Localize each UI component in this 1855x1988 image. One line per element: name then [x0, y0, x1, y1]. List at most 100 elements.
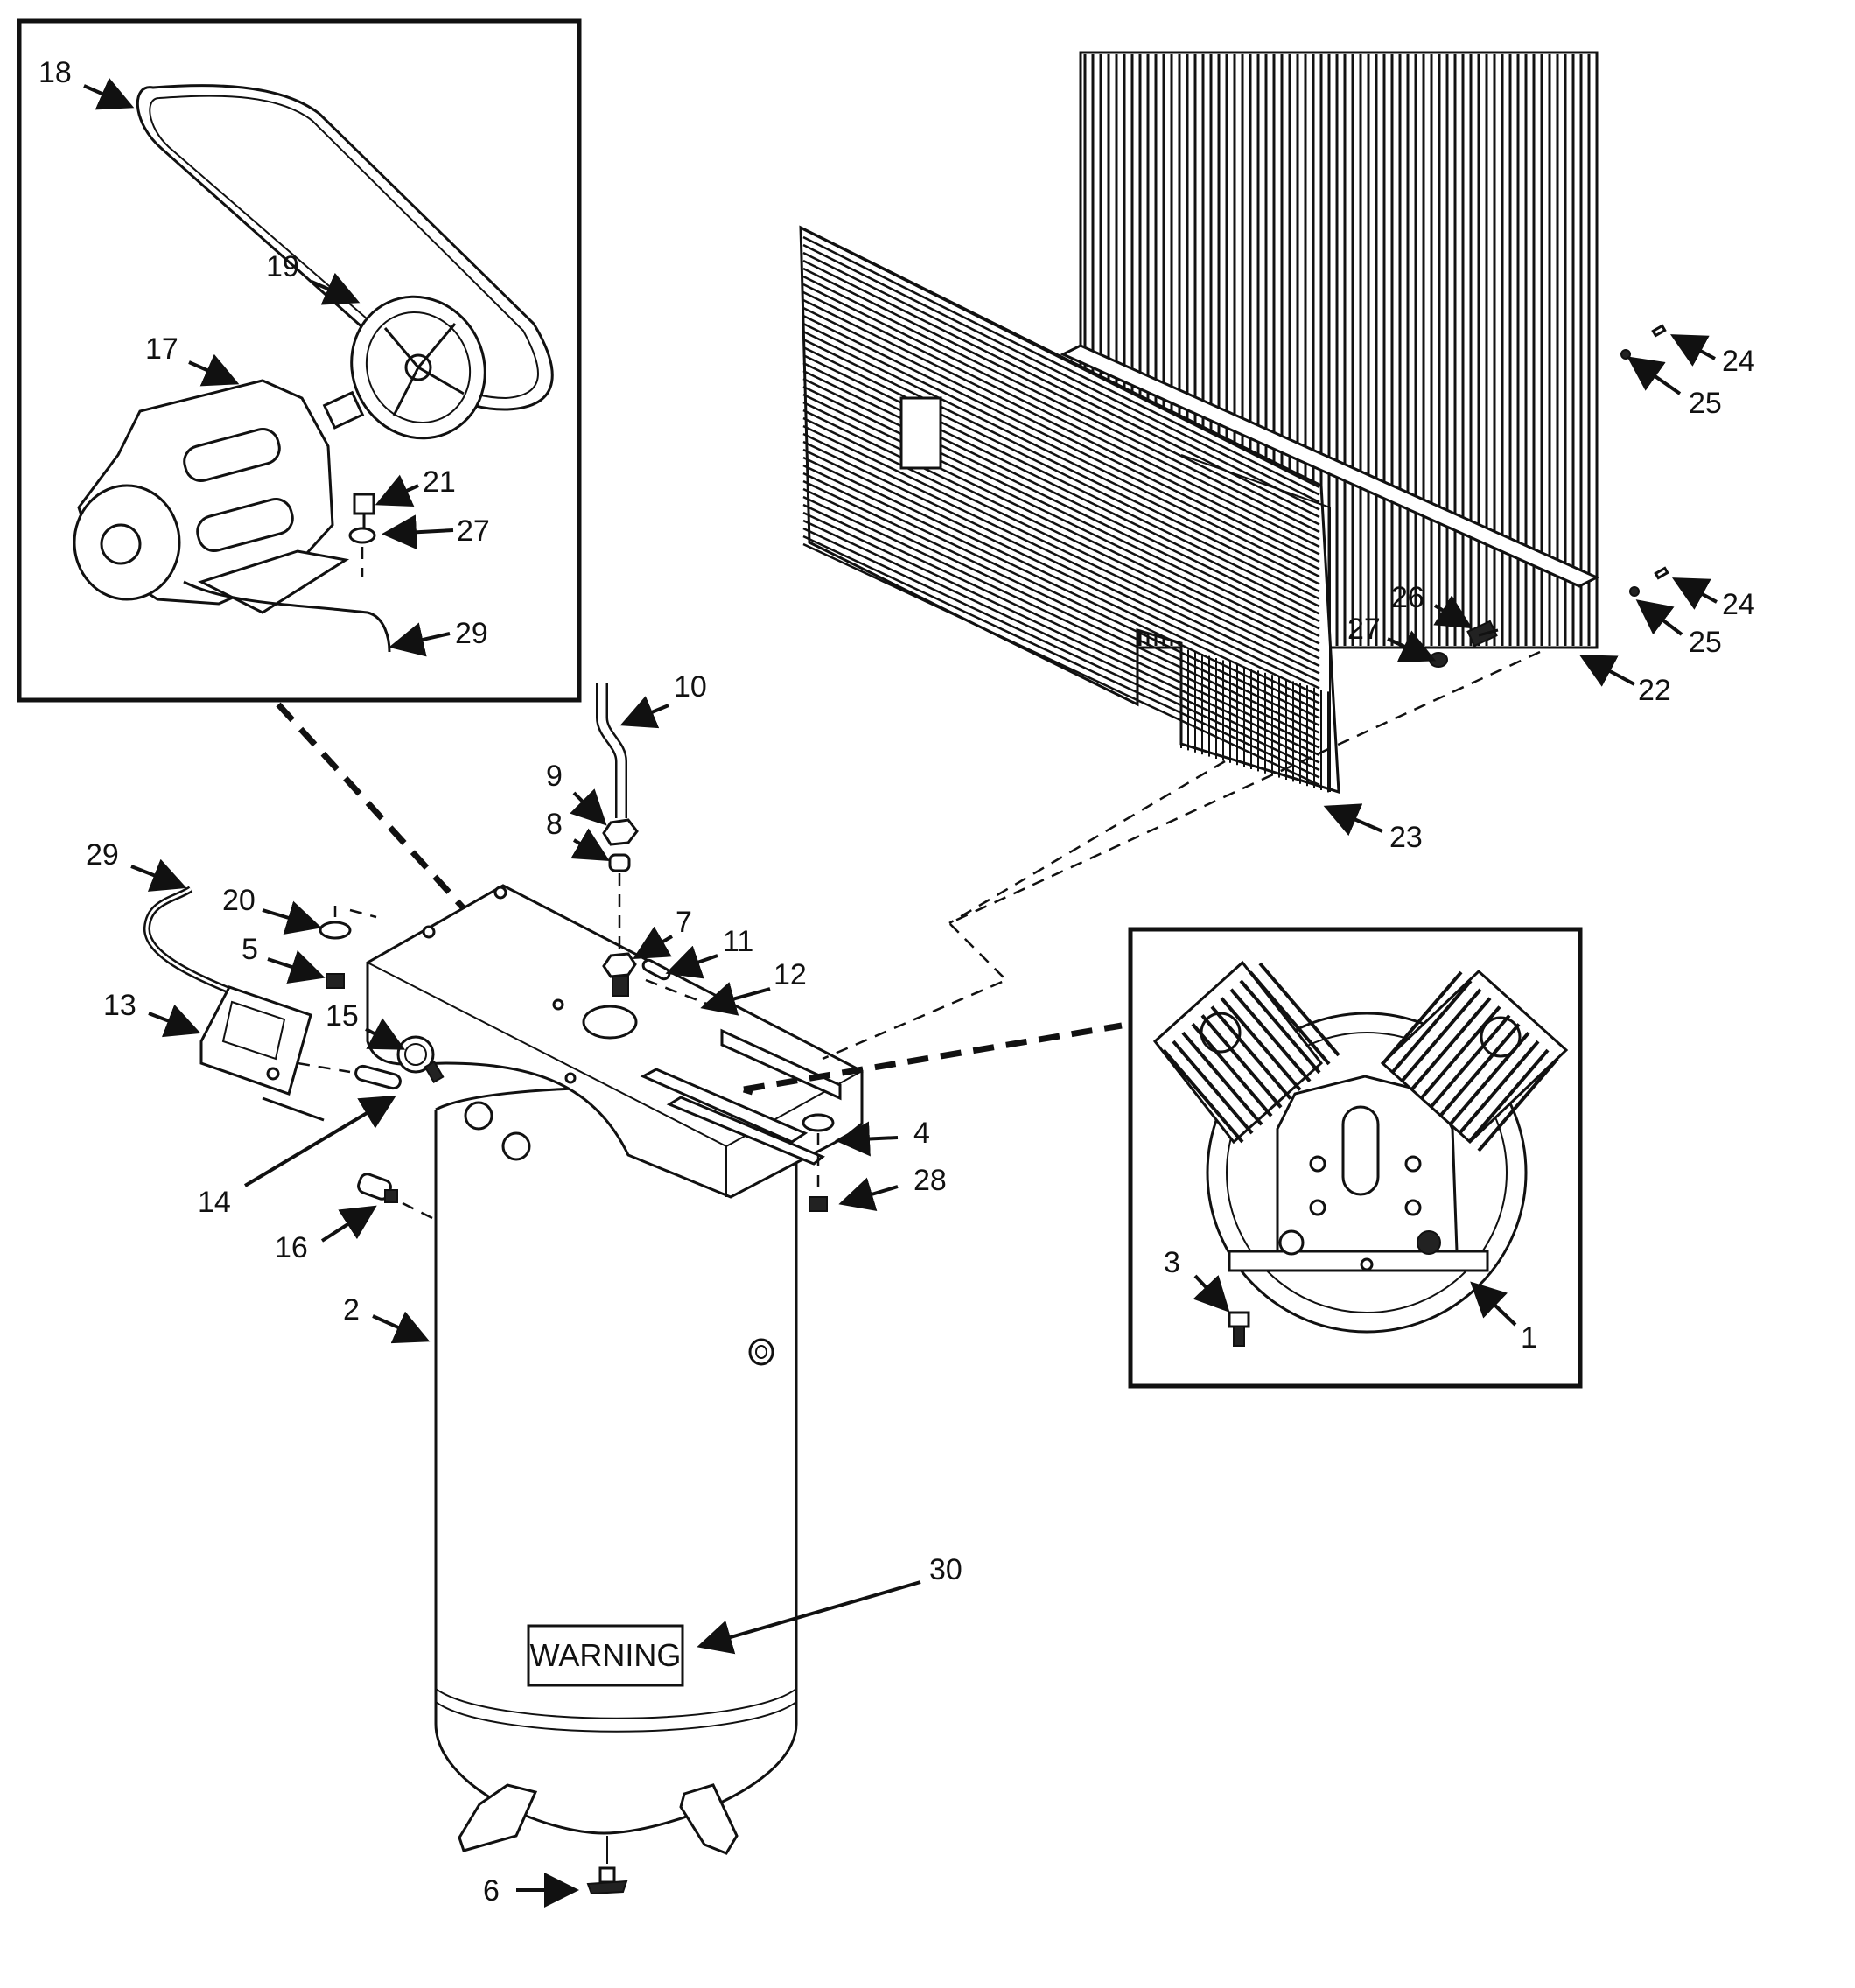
guard-bar [802, 385, 1320, 638]
callout-14: 14 [198, 1186, 231, 1219]
motor-bolt [353, 493, 375, 528]
callout-4: 4 [914, 1116, 930, 1150]
callout-29-motor: 29 [455, 617, 488, 650]
guard-bar [802, 361, 1320, 615]
guard-bar [802, 393, 1320, 645]
callout-10: 10 [674, 670, 707, 704]
motor-inset [17, 18, 582, 703]
guard-pin-upper [1651, 324, 1667, 338]
pulley [350, 295, 486, 440]
guard-bar [802, 416, 1320, 668]
base-nut [808, 1196, 828, 1212]
guard-bar [802, 283, 1320, 541]
pump-inset [1128, 927, 1583, 1389]
callout-24-upper: 24 [1722, 345, 1755, 378]
guard-bar [802, 527, 1320, 772]
cooling-fin [1200, 1014, 1283, 1109]
guard-bar [802, 243, 1320, 504]
guard-bar [802, 480, 1320, 727]
cooling-fin [1419, 1005, 1502, 1100]
callout-15: 15 [326, 999, 359, 1032]
callout-30: 30 [929, 1553, 962, 1586]
callouts-pump: 3 1 [1164, 1246, 1537, 1354]
cooling-fin [1229, 988, 1312, 1083]
callout-21: 21 [423, 466, 456, 499]
cooling-fin [1249, 970, 1331, 1066]
guard-bar [802, 456, 1320, 704]
callout-12: 12 [774, 958, 807, 991]
callout-25-lower: 25 [1689, 626, 1722, 659]
guard-bar [802, 322, 1320, 578]
callout-25-upper: 25 [1689, 387, 1722, 420]
discharge-tube [596, 682, 627, 818]
guard-pin-lower [1654, 566, 1670, 580]
cooling-fin [1410, 997, 1492, 1092]
cooling-fin [1172, 1040, 1254, 1135]
cylinder-left [1152, 960, 1340, 1144]
guard-bar [802, 259, 1320, 519]
hex-nut [326, 973, 345, 989]
cooling-fin [1162, 1048, 1244, 1144]
callout-3: 3 [1164, 1246, 1180, 1279]
callout-26: 26 [1391, 581, 1424, 614]
callout-24-lower: 24 [1722, 588, 1755, 621]
guard-bar [802, 369, 1320, 623]
pump-bolt [1228, 1311, 1250, 1347]
guard-clip-lower [1629, 586, 1640, 597]
guard-bar [802, 346, 1320, 600]
guard-bar [802, 440, 1320, 690]
guard-bar [802, 330, 1320, 585]
guard-bar [802, 377, 1320, 630]
callouts-motor: 18 19 17 21 27 29 [38, 56, 490, 657]
motor-washer [348, 527, 376, 544]
guard-washer [1429, 652, 1448, 668]
cooling-fin [1258, 962, 1340, 1057]
callout-20: 20 [222, 884, 256, 917]
guard-bar [802, 542, 1320, 787]
callout-22: 22 [1638, 674, 1671, 707]
cooling-fin [1220, 997, 1302, 1091]
guard-bar [802, 495, 1320, 742]
motor-inset-leader [276, 702, 482, 928]
tank-foot-left [458, 1783, 538, 1852]
callout-19: 19 [266, 250, 299, 284]
guard-bar [802, 519, 1320, 764]
callout-23: 23 [1390, 821, 1423, 854]
guard-leader [822, 650, 1541, 1060]
compression-nut [602, 818, 639, 846]
base-washer [802, 1113, 835, 1132]
cooling-fin [1458, 1040, 1540, 1135]
callouts-main: 10 9 8 29 20 5 7 11 12 13 15 14 16 4 28 … [86, 334, 1755, 1908]
guard-bar [802, 228, 1320, 489]
guard-bar [802, 424, 1320, 675]
callout-7: 7 [676, 906, 692, 939]
drain-valve [586, 1866, 628, 1895]
guard-bar [802, 432, 1320, 682]
callout-13: 13 [103, 989, 136, 1022]
guard-bar [802, 464, 1320, 712]
guard-bolt [1466, 620, 1499, 648]
callout-16: 16 [275, 1231, 308, 1264]
guard-bar [802, 338, 1320, 593]
pump-saddle [366, 884, 864, 1199]
callout-11: 11 [723, 925, 753, 958]
guard-bar [802, 401, 1320, 653]
warning-decal: WARNING [527, 1624, 684, 1687]
cooling-fin [1191, 1022, 1273, 1117]
guard-bar [802, 354, 1320, 608]
safety-valve [357, 1172, 398, 1203]
callout-8: 8 [546, 808, 563, 841]
guard-bar [802, 314, 1320, 570]
ferrule [608, 853, 631, 872]
guard-bar [802, 511, 1320, 757]
cooling-fin [1239, 979, 1321, 1074]
fitting [602, 952, 637, 997]
callout-28: 28 [914, 1164, 947, 1197]
pressure-switch [200, 985, 325, 1122]
electric-motor [73, 379, 391, 653]
warning-label: WARNING [530, 1637, 682, 1673]
cooling-fin [1438, 1023, 1521, 1117]
callout-2: 2 [343, 1293, 360, 1326]
cooling-fin [1181, 1031, 1264, 1126]
callout-1: 1 [1521, 1321, 1537, 1354]
